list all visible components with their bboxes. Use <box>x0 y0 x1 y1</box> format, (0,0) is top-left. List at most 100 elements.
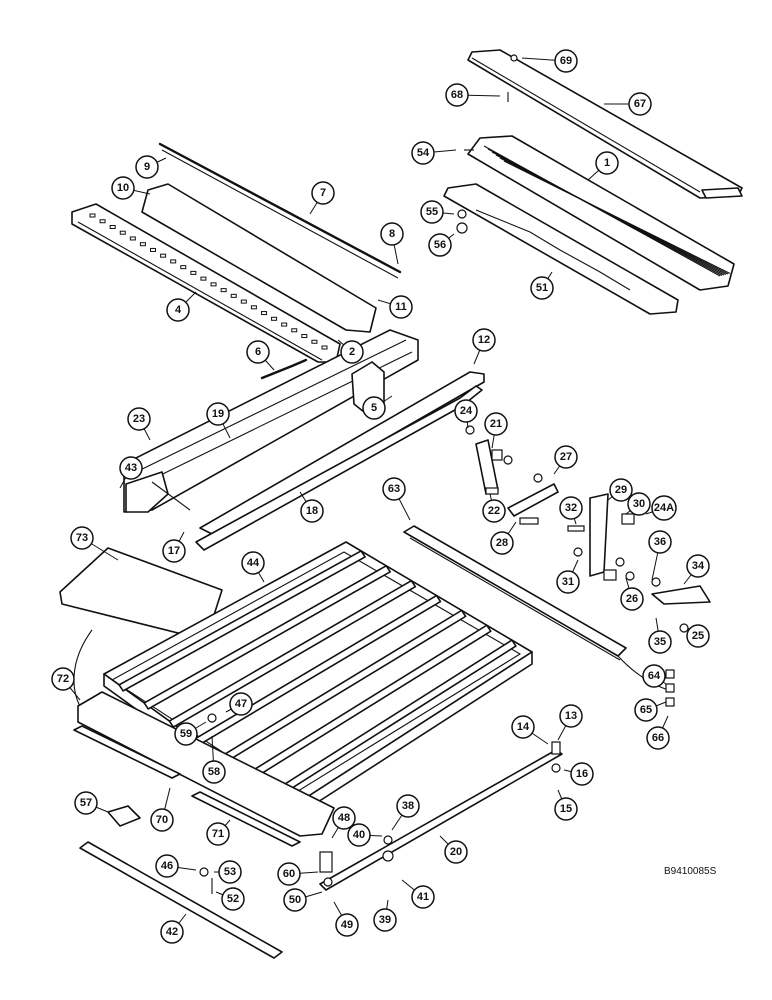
callout-57: 57 <box>74 791 98 815</box>
callout-label: 2 <box>349 346 355 358</box>
callout-53: 53 <box>218 860 242 884</box>
callout-label: 71 <box>212 828 224 840</box>
callout-label: 56 <box>434 239 446 251</box>
part-6-link <box>260 358 308 380</box>
callout-24: 24 <box>454 399 478 423</box>
callout-23: 23 <box>127 407 151 431</box>
callout-55: 55 <box>420 200 444 224</box>
callout-73: 73 <box>70 526 94 550</box>
callout-25: 25 <box>686 624 710 648</box>
callout-39: 39 <box>373 908 397 932</box>
callout-15: 15 <box>554 797 578 821</box>
callout-label: 13 <box>565 710 577 722</box>
part-67-cover-strip <box>467 49 743 199</box>
callout-2: 2 <box>340 340 364 364</box>
callout-label: 66 <box>652 732 664 744</box>
callout-50: 50 <box>283 888 307 912</box>
callout-label: 28 <box>496 537 508 549</box>
callout-label: 16 <box>576 768 588 780</box>
callout-66: 66 <box>646 726 670 750</box>
part-70-bar <box>73 725 181 779</box>
callout-20: 20 <box>444 840 468 864</box>
callout-65: 65 <box>634 698 658 722</box>
callout-36: 36 <box>648 530 672 554</box>
callout-label: 23 <box>133 413 145 425</box>
callout-13: 13 <box>559 704 583 728</box>
part-42-bar <box>79 841 283 959</box>
callout-label: 39 <box>379 914 391 926</box>
callout-label: 18 <box>306 505 318 517</box>
callout-35: 35 <box>648 630 672 654</box>
callout-label: 73 <box>76 532 88 544</box>
callout-label: 20 <box>450 846 462 858</box>
callout-16: 16 <box>570 762 594 786</box>
callout-label: 9 <box>144 161 150 173</box>
callout-label: 27 <box>560 451 572 463</box>
callout-8: 8 <box>380 222 404 246</box>
callout-56: 56 <box>428 233 452 257</box>
callout-label: 29 <box>615 484 627 496</box>
callout-label: 55 <box>426 206 438 218</box>
callout-label: 57 <box>80 797 92 809</box>
part-18-bar <box>195 385 483 551</box>
part-9-rod <box>158 142 402 274</box>
callout-18: 18 <box>300 499 324 523</box>
part-57-bracket <box>107 805 141 827</box>
callout-49: 49 <box>335 913 359 937</box>
callout-14: 14 <box>511 715 535 739</box>
callout-label: 38 <box>402 800 414 812</box>
callout-10: 10 <box>111 176 135 200</box>
callout-label: 36 <box>654 536 666 548</box>
callout-63: 63 <box>382 477 406 501</box>
callout-5: 5 <box>362 396 386 420</box>
linkage-hardware <box>465 425 711 633</box>
callout-label: 32 <box>565 502 577 514</box>
callout-label: 51 <box>536 282 548 294</box>
callout-41: 41 <box>411 885 435 909</box>
part-10-plate <box>141 183 377 333</box>
part-71-bar <box>191 791 301 847</box>
callout-label: 67 <box>634 98 646 110</box>
callout-48: 48 <box>332 806 356 830</box>
callout-21: 21 <box>484 412 508 436</box>
callout-17: 17 <box>162 539 186 563</box>
callout-58: 58 <box>202 760 226 784</box>
callout-1: 1 <box>595 151 619 175</box>
callout-72: 72 <box>51 667 75 691</box>
callout-label: 65 <box>640 704 652 716</box>
callout-47: 47 <box>229 692 253 716</box>
callout-60: 60 <box>277 862 301 886</box>
callout-label: 40 <box>353 829 365 841</box>
callout-label: 12 <box>478 334 490 346</box>
callout-label: 17 <box>168 545 180 557</box>
callout-label: 70 <box>156 814 168 826</box>
callout-label: 6 <box>255 346 261 358</box>
callout-43: 43 <box>119 456 143 480</box>
callout-42: 42 <box>160 920 184 944</box>
callout-59: 59 <box>174 722 198 746</box>
callout-67: 67 <box>628 92 652 116</box>
callout-label: 43 <box>125 462 137 474</box>
callout-24a: 24A <box>651 495 677 521</box>
callout-label: 24 <box>460 405 473 417</box>
callout-label: 25 <box>692 630 704 642</box>
callout-label: 49 <box>341 919 353 931</box>
callout-label: 7 <box>320 187 326 199</box>
callout-label: 35 <box>654 636 666 648</box>
part-51-lower-panel <box>443 183 679 315</box>
callout-label: 72 <box>57 673 69 685</box>
callout-4: 4 <box>166 298 190 322</box>
callout-27: 27 <box>554 445 578 469</box>
callout-label: 19 <box>212 408 224 420</box>
callout-31: 31 <box>556 570 580 594</box>
callout-label: 59 <box>180 728 192 740</box>
callout-label: 52 <box>227 893 239 905</box>
callout-label: 53 <box>224 866 236 878</box>
callout-label: 24A <box>654 502 674 514</box>
callout-46: 46 <box>155 854 179 878</box>
callout-11: 11 <box>389 295 413 319</box>
callout-34: 34 <box>686 554 710 578</box>
callout-7: 7 <box>311 181 335 205</box>
